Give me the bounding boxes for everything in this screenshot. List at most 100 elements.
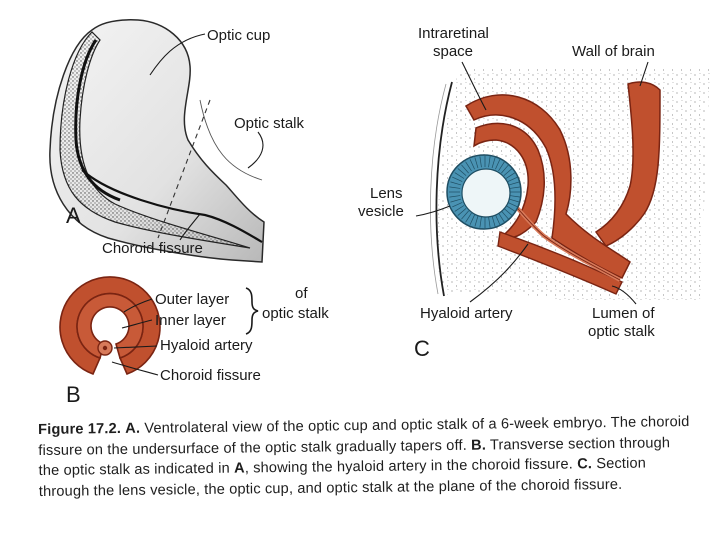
caption-c-label: C.	[577, 456, 593, 473]
surface-ectoderm	[435, 81, 453, 297]
leader-optic-stalk	[247, 131, 264, 169]
figure-caption: Figure 17.2. A. Ventrolateral view of th…	[38, 412, 691, 502]
hyaloid-artery-c-edge	[505, 195, 621, 281]
lens-cell-line	[450, 198, 462, 203]
lens-cell-line	[452, 176, 463, 182]
lens-cell-line	[508, 181, 520, 186]
panel-label-b: B	[66, 382, 81, 407]
lens-cell-line	[465, 161, 472, 172]
leader-hyaloid-artery-b	[113, 345, 158, 349]
lens-cell-line	[469, 214, 475, 225]
caption-a-label: A.	[125, 420, 141, 437]
lens-cell-line	[474, 215, 479, 227]
caption-b-ref: A	[233, 460, 245, 477]
lens-cell-line	[449, 186, 461, 189]
lens-cell-line	[498, 161, 505, 172]
lens-cell-line	[449, 195, 461, 198]
lens-cell-line	[450, 181, 462, 186]
lens-cell-line	[495, 159, 501, 170]
panel-c-illustration	[415, 61, 710, 305]
label-choroid-fissure-b: Choroid fissure	[160, 367, 261, 384]
leader-intraretinal-space	[461, 61, 487, 111]
lens-cell-line	[474, 157, 479, 169]
lens-cell-line	[457, 168, 467, 176]
label-inner-layer: Inner layer	[155, 312, 226, 329]
leader-inner-layer	[121, 319, 153, 329]
lens-cell-line	[505, 205, 516, 212]
lens-cell-line	[452, 202, 463, 208]
lens-cell-line	[488, 156, 491, 168]
label-optic-stalk-b: optic stalk	[262, 305, 329, 322]
optic-stalk-contour	[199, 99, 263, 181]
lens-cell-line	[479, 216, 482, 228]
lens-cell-line	[507, 202, 518, 208]
label-lens-2: vesicle	[358, 203, 404, 220]
hyaloid-artery-lumen	[102, 345, 108, 351]
lens-cell-line	[509, 195, 521, 198]
panel-label-a: A	[66, 203, 81, 228]
lens-cell-line	[491, 215, 496, 227]
label-hyaloid-artery-c: Hyaloid artery	[420, 305, 513, 322]
lens-cell-line	[503, 208, 513, 216]
lens-vesicle-lumen	[461, 168, 511, 218]
label-optic-cup: Optic cup	[207, 27, 270, 44]
label-lumen-1: Lumen of	[592, 305, 655, 322]
lens-cell-line	[457, 208, 467, 216]
leader-lumen-optic-stalk	[611, 285, 637, 305]
label-intraretinal-2: space	[433, 43, 473, 60]
optic-cup-rim	[59, 31, 251, 249]
leader-optic-cup	[149, 33, 206, 76]
panel-a-illustration	[49, 19, 265, 263]
lens-cell-line	[495, 214, 501, 225]
lens-cell-line	[507, 176, 518, 182]
caption-figure-label: Figure 17.2.	[38, 420, 122, 438]
label-outer-layer: Outer layer	[155, 291, 229, 308]
lens-cell-line	[508, 198, 520, 203]
lens-cell-line	[454, 172, 465, 179]
label-of: of	[295, 285, 308, 302]
lens-cell-line	[505, 172, 516, 179]
lens-radial-cells	[449, 156, 521, 228]
lens-cell-line	[491, 157, 496, 169]
lens-cell-line	[461, 164, 469, 174]
lens-cell-line	[454, 205, 465, 212]
section-plane-dashed	[157, 99, 211, 239]
optic-stalk-lumen	[497, 231, 623, 295]
outer-layer	[59, 276, 161, 376]
lens-cell-line	[465, 212, 472, 223]
inner-layer	[76, 292, 144, 360]
lens-cell-line	[479, 156, 482, 168]
wall-of-brain	[594, 81, 661, 247]
lens-cell-line	[488, 216, 491, 228]
optic-cup-fold	[74, 39, 121, 202]
leader-lens-vesicle	[415, 205, 451, 217]
caption-b-text2: , showing the hyaloid artery in the chor…	[244, 456, 578, 477]
lens-cell-line	[498, 212, 505, 223]
lens-cell-line	[461, 210, 469, 220]
label-hyaloid-artery-b: Hyaloid artery	[160, 337, 253, 354]
lens-cell-line	[503, 168, 513, 176]
lens-cell-line	[501, 164, 509, 174]
label-lens-1: Lens	[370, 185, 403, 202]
optic-cup-outer-layer-c	[464, 94, 631, 279]
label-intraretinal-1: Intraretinal	[418, 25, 489, 42]
label-optic-stalk: Optic stalk	[234, 115, 305, 132]
label-lumen-2: optic stalk	[588, 323, 655, 340]
choroid-fissure-line	[81, 169, 263, 243]
panel-label-c: C	[414, 336, 430, 361]
label-wall-of-brain: Wall of brain	[572, 43, 655, 60]
caption-b-label: B.	[470, 437, 487, 454]
lens-cell-line	[509, 186, 521, 189]
label-choroid-fissure-a: Choroid fissure	[102, 240, 203, 257]
leader-outer-layer	[123, 298, 153, 313]
lens-cell-line	[469, 159, 475, 170]
leader-hyaloid-artery-c	[469, 243, 529, 303]
leader-choroid-fissure-b	[111, 361, 159, 376]
panel-b-illustration	[59, 276, 259, 376]
leader-wall-of-brain	[639, 61, 649, 87]
lens-cell-line	[501, 210, 509, 220]
surface-ectoderm-shadow	[430, 83, 447, 295]
leader-choroid-fissure-a	[179, 213, 201, 241]
brace	[245, 287, 259, 335]
